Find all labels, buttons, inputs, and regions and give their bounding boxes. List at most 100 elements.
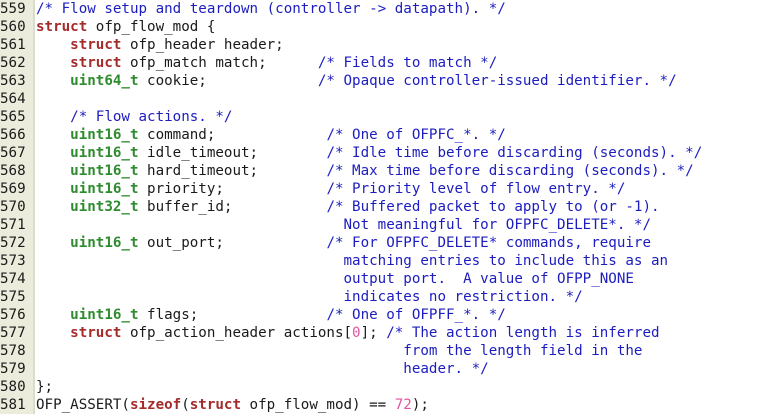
plain-token — [36, 181, 70, 197]
comment-token: /* For OFPFC_DELETE* commands, require — [326, 235, 652, 251]
comment-token: from the length field in the — [36, 343, 643, 359]
comment-token: header. */ — [36, 361, 489, 377]
plain-token — [36, 199, 70, 215]
code-line[interactable]: 567 uint16_t idle_timeout; /* Idle time … — [0, 144, 774, 162]
comment-token: matching entries to include this as an — [36, 253, 669, 269]
plain-token — [36, 325, 70, 341]
line-number: 568 — [0, 162, 35, 180]
code-line[interactable]: 570 uint32_t buffer_id; /* Buffered pack… — [0, 198, 774, 216]
code-line[interactable]: 577 struct ofp_action_header actions[0];… — [0, 324, 774, 342]
keyword-token: struct — [70, 325, 122, 341]
type-token: uint16_t — [70, 163, 139, 179]
plain-token: command; — [138, 127, 327, 143]
comment-token: /* One of OFPFF_*. */ — [326, 307, 506, 323]
code-line[interactable]: 578 from the length field in the — [0, 342, 774, 360]
code-line[interactable]: 579 header. */ — [0, 360, 774, 378]
plain-token — [36, 163, 70, 179]
code-line[interactable]: 559/* Flow setup and teardown (controlle… — [0, 0, 774, 18]
line-number: 571 — [0, 216, 35, 234]
code-text: OFP_ASSERT(sizeof(struct ofp_flow_mod) =… — [36, 396, 429, 414]
code-line[interactable]: 573 matching entries to include this as … — [0, 252, 774, 270]
code-text: uint16_t priority; /* Priority level of … — [36, 180, 625, 198]
plain-token: OFP_ASSERT( — [36, 397, 130, 413]
plain-token: ( — [181, 397, 190, 413]
code-text: struct ofp_header header; — [36, 36, 284, 54]
line-number: 576 — [0, 306, 35, 324]
line-number: 567 — [0, 144, 35, 162]
plain-token: ofp_header header; — [121, 37, 284, 53]
plain-token — [36, 37, 70, 53]
code-line[interactable]: 561 struct ofp_header header; — [0, 36, 774, 54]
code-text: uint16_t hard_timeout; /* Max time befor… — [36, 162, 694, 180]
code-line[interactable]: 562 struct ofp_match match; /* Fields to… — [0, 54, 774, 72]
keyword-token: sizeof — [129, 397, 182, 413]
plain-token: ofp_action_header actions[ — [121, 325, 353, 341]
type-token: uint64_t — [70, 73, 139, 89]
line-number: 573 — [0, 252, 35, 270]
line-number: 577 — [0, 324, 35, 342]
comment-token: /* The action length is inferred — [386, 325, 660, 341]
number-token: 0 — [352, 325, 361, 341]
comment-token: /* One of OFPFC_*. */ — [326, 127, 506, 143]
code-text: struct ofp_match match; /* Fields to mat… — [36, 54, 497, 72]
plain-token: ofp_flow_mod { — [87, 19, 216, 35]
code-text: from the length field in the — [36, 342, 642, 360]
plain-token: cookie; — [138, 73, 318, 89]
line-number: 581 — [0, 396, 35, 414]
type-token: uint16_t — [70, 235, 139, 251]
code-text: matching entries to include this as an — [36, 252, 668, 270]
code-line[interactable]: 563 uint64_t cookie; /* Opaque controlle… — [0, 72, 774, 90]
code-text: uint16_t idle_timeout; /* Idle time befo… — [36, 144, 702, 162]
plain-token: idle_timeout; — [138, 145, 327, 161]
code-text: /* Flow actions. */ — [36, 108, 232, 126]
code-text: header. */ — [36, 360, 489, 378]
plain-token — [36, 145, 70, 161]
line-number: 559 — [0, 0, 35, 18]
plain-token: priority; — [138, 181, 327, 197]
line-number: 570 — [0, 198, 35, 216]
code-line[interactable]: 574 output port. A value of OFPP_NONE — [0, 270, 774, 288]
plain-token — [36, 73, 70, 89]
code-line[interactable]: 580}; — [0, 378, 774, 396]
comment-token: /* Fields to match */ — [317, 55, 498, 71]
code-line[interactable]: 566 uint16_t command; /* One of OFPFC_*.… — [0, 126, 774, 144]
comment-token: Not meaningful for OFPFC_DELETE*. */ — [36, 217, 651, 233]
code-text: output port. A value of OFPP_NONE — [36, 270, 633, 288]
plain-token — [36, 55, 70, 71]
line-number: 569 — [0, 180, 35, 198]
plain-token — [36, 235, 70, 251]
code-line[interactable]: 576 uint16_t flags; /* One of OFPFF_*. *… — [0, 306, 774, 324]
line-number: 575 — [0, 288, 35, 306]
code-line[interactable]: 575 indicates no restriction. */ — [0, 288, 774, 306]
comment-token: /* Flow actions. */ — [70, 109, 233, 125]
line-number: 561 — [0, 36, 35, 54]
plain-token: }; — [36, 379, 54, 395]
type-token: uint16_t — [70, 145, 139, 161]
comment-token: /* Max time before discarding (seconds).… — [326, 163, 694, 179]
code-text: uint64_t cookie; /* Opaque controller-is… — [36, 72, 676, 90]
code-line[interactable]: 565 /* Flow actions. */ — [0, 108, 774, 126]
type-token: uint16_t — [70, 307, 139, 323]
code-text: indicates no restriction. */ — [36, 288, 582, 306]
line-number: 562 — [0, 54, 35, 72]
code-line[interactable]: 564 — [0, 90, 774, 108]
plain-token — [36, 307, 70, 323]
line-number: 579 — [0, 360, 35, 378]
plain-token: ofp_flow_mod) == — [241, 397, 395, 413]
line-number: 578 — [0, 342, 35, 360]
plain-token: buffer_id; — [138, 199, 327, 215]
code-text: struct ofp_action_header actions[0]; /* … — [36, 324, 660, 342]
plain-token — [36, 127, 70, 143]
code-line[interactable]: 569 uint16_t priority; /* Priority level… — [0, 180, 774, 198]
code-line[interactable]: 571 Not meaningful for OFPFC_DELETE*. */ — [0, 216, 774, 234]
code-line[interactable]: 572 uint16_t out_port; /* For OFPFC_DELE… — [0, 234, 774, 252]
line-number: 563 — [0, 72, 35, 90]
plain-token: ); — [411, 397, 429, 413]
code-line[interactable]: 568 uint16_t hard_timeout; /* Max time b… — [0, 162, 774, 180]
code-text: uint16_t flags; /* One of OFPFF_*. */ — [36, 306, 506, 324]
comment-token: /* Flow setup and teardown (controller -… — [36, 1, 506, 17]
keyword-token: struct — [70, 37, 122, 53]
